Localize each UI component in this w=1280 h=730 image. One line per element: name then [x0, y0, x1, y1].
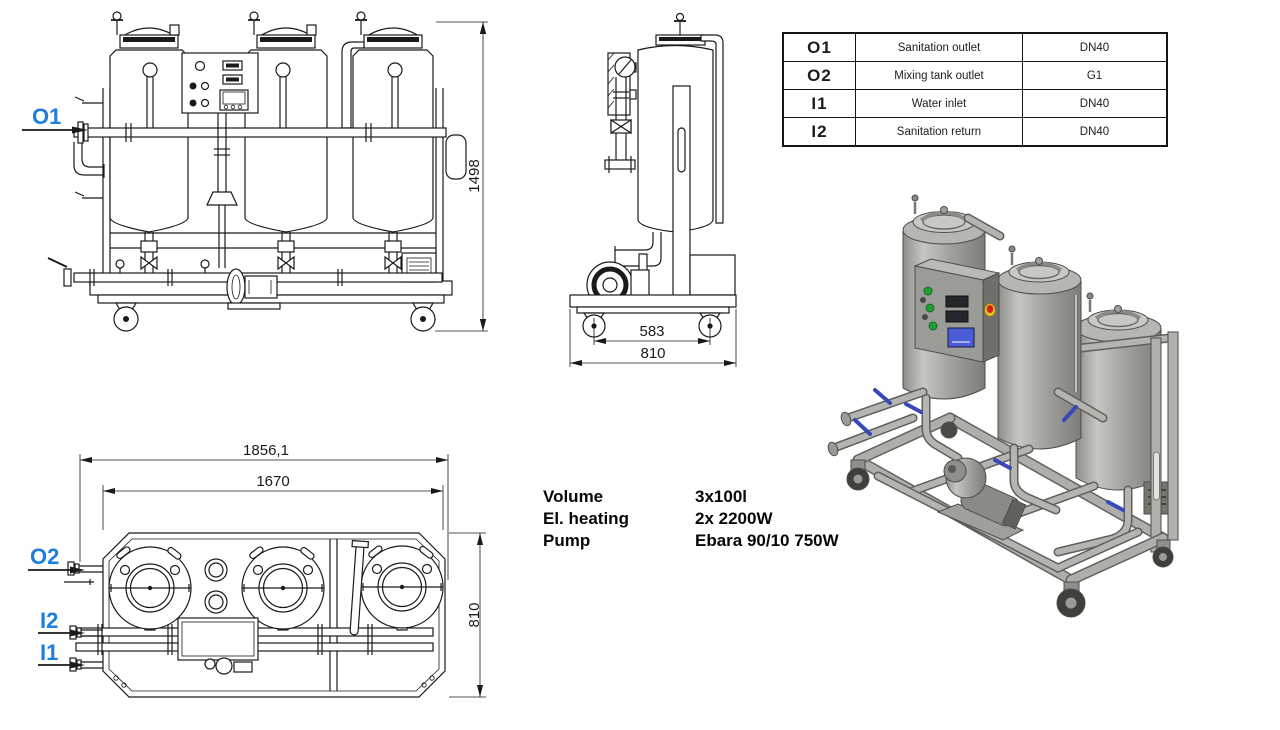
port-description-cell: Water inlet	[856, 90, 1023, 118]
front-pump	[226, 268, 281, 310]
spec-value: Ebara 90/10 750W	[695, 531, 839, 550]
spec-row-heating: El. heating 2x 2200W	[543, 508, 839, 530]
leader-arrow	[70, 661, 85, 669]
spec-value: 3x100l	[695, 487, 747, 506]
port-label-o1: O1	[32, 104, 61, 129]
top-pump-housing	[177, 617, 259, 675]
top-dim-overall-length: 1856,1	[79, 442, 449, 580]
level-gauges	[142, 62, 403, 128]
leader-arrow	[70, 629, 85, 637]
port-size-cell: G1	[1023, 62, 1166, 90]
isometric-render	[827, 194, 1179, 618]
spec-value: 2x 2200W	[695, 509, 773, 528]
render-pipework	[873, 393, 1143, 573]
spec-label: Pump	[543, 531, 591, 550]
render-inlet-pipes	[827, 387, 928, 457]
port-size-cell: DN40	[1023, 34, 1166, 62]
spec-label: Volume	[543, 487, 604, 506]
tank3-cip-pipe	[341, 41, 365, 129]
connection-table: O1 Sanitation outlet DN40 O2 Mixing tank…	[782, 32, 1168, 147]
front-casters	[113, 302, 436, 332]
spec-label: El. heating	[543, 509, 629, 528]
side-column	[672, 85, 691, 297]
port-label-o2: O2	[30, 544, 59, 569]
sanitation-pipe	[73, 121, 447, 178]
top-port-i1: I1	[38, 640, 85, 669]
side-view-drawing: 583 810	[569, 12, 737, 367]
side-dim-810: 810	[569, 309, 737, 367]
spec-row-pump: Pump Ebara 90/10 750W	[543, 530, 839, 552]
leader-arrow	[72, 126, 88, 134]
render-transfer-pipe	[1053, 387, 1108, 423]
top-tank-circles	[108, 539, 444, 636]
port-description-cell: Sanitation outlet	[856, 34, 1023, 62]
port-size-cell: DN40	[1023, 90, 1166, 118]
front-port-o1: O1	[22, 104, 88, 134]
control-panel	[181, 52, 259, 268]
green-led-icon	[923, 286, 933, 296]
render-tank3	[1075, 292, 1171, 515]
tank-lid	[355, 11, 423, 49]
port-id-cell: O2	[784, 62, 856, 90]
port-description-cell: Mixing tank outlet	[856, 62, 1023, 90]
port-id-cell: O1	[784, 34, 856, 62]
green-led-icon	[928, 321, 938, 331]
dim-wheel-track-text: 583	[639, 323, 664, 340]
render-wheels	[846, 421, 1174, 618]
leader-arrow	[70, 566, 85, 574]
dim-depth-text: 810	[640, 345, 665, 362]
display-screen	[947, 327, 975, 348]
front-height-dimension: 1498	[435, 21, 488, 332]
side-lower-piping	[614, 232, 662, 273]
tank-lid	[111, 11, 180, 49]
port-label-i1: I1	[40, 640, 58, 665]
front-tanks	[109, 11, 434, 233]
side-piping	[604, 56, 636, 173]
tank-top	[360, 545, 444, 629]
render-control-box	[913, 258, 1001, 363]
dim-depth-text: 810	[466, 602, 483, 627]
front-view-drawing: 1498 O1	[22, 11, 488, 332]
top-port-o2: O2	[28, 544, 85, 574]
port-id-cell: I1	[784, 90, 856, 118]
port-size-cell: DN40	[1079, 125, 1110, 138]
dim-frame-length-text: 1670	[256, 473, 289, 490]
render-tank2	[997, 245, 1082, 450]
tank-top	[108, 546, 192, 630]
top-port-stubs	[64, 561, 103, 672]
top-view-drawing: 1856,1 1670	[28, 442, 486, 698]
port-id-cell: I2	[784, 118, 856, 145]
top-dim-depth: 810	[449, 532, 486, 698]
spec-block: Volume 3x100l El. heating 2x 2200W Pump …	[543, 486, 839, 552]
tank-lid	[248, 11, 317, 49]
dim-height-text: 1498	[466, 159, 483, 192]
side-dim-583: 583	[593, 318, 711, 345]
dim-overall-length-text: 1856,1	[243, 442, 289, 459]
render-pump	[936, 457, 1027, 541]
top-dim-frame-length: 1670	[102, 473, 444, 530]
tank-top	[241, 546, 325, 630]
port-label-i2: I2	[40, 608, 58, 633]
side-base	[569, 254, 737, 338]
top-port-i2: I2	[38, 608, 85, 637]
push-handle	[445, 134, 467, 180]
green-led-icon	[925, 303, 935, 313]
render-frame-posts	[1076, 331, 1179, 553]
port-description-cell: Sanitation return	[856, 118, 1023, 145]
spec-row-volume: Volume 3x100l	[543, 486, 839, 508]
